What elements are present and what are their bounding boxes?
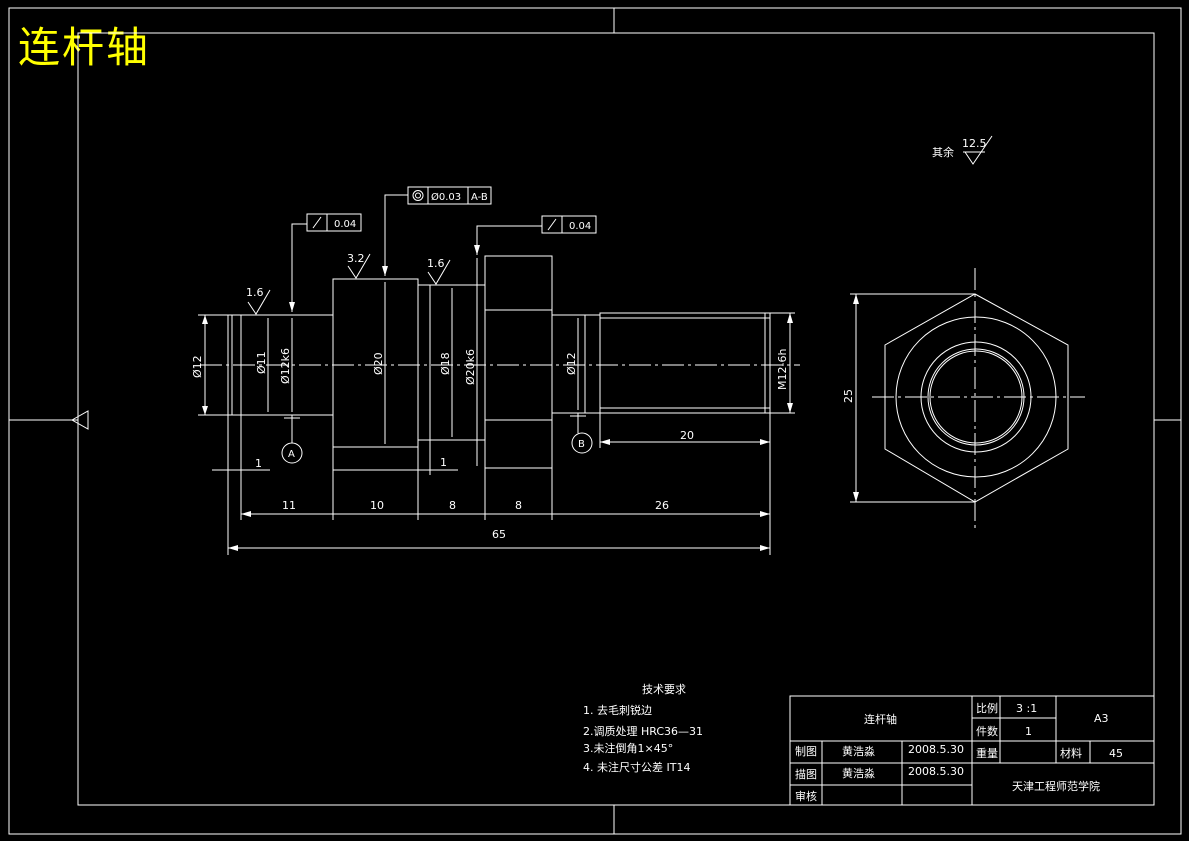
tb-count-label: 件数 xyxy=(976,725,998,738)
dim-len-8a: 8 xyxy=(449,499,456,512)
roughness-1-value: 1.6 xyxy=(246,286,264,299)
sheet-border xyxy=(8,7,1182,835)
dim-len-26: 26 xyxy=(655,499,669,512)
tb-traced-label: 描图 xyxy=(795,767,817,781)
tb-material-value: 45 xyxy=(1109,747,1123,760)
tb-count-value: 1 xyxy=(1025,725,1032,738)
dim-d20k6: Ø20k6 xyxy=(464,349,477,385)
tb-drawn-name: 黄浩淼 xyxy=(842,744,875,758)
dim-len-1a: 1 xyxy=(255,457,262,470)
roughness-symbol-2 xyxy=(347,253,371,279)
tb-traced-date: 2008.5.30 xyxy=(908,765,964,778)
runout-frame-left xyxy=(291,213,362,312)
shaft-front-view xyxy=(200,255,800,469)
datum-b-label: B xyxy=(578,439,585,450)
datum-a-label: A xyxy=(288,449,295,460)
runout-left-value: 0.04 xyxy=(334,219,356,230)
roughness-symbol-1 xyxy=(247,289,271,315)
dim-len-1b: 1 xyxy=(440,456,447,469)
dimension-arrows xyxy=(202,245,859,551)
roughness-2-value: 3.2 xyxy=(347,252,365,265)
dim-thread: M12-6h xyxy=(776,349,789,390)
dim-d20: Ø20 xyxy=(372,352,385,375)
tech-item-4: 4. 未注尺寸公差 IT14 xyxy=(583,760,690,774)
tb-scale-label: 比例 xyxy=(976,701,998,715)
dim-d12-right: Ø12 xyxy=(565,352,578,375)
tech-heading: 技术要求 xyxy=(642,683,686,696)
diameter-dimensions xyxy=(198,258,795,466)
dim-len-65: 65 xyxy=(492,528,506,541)
tb-sheet: A3 xyxy=(1094,712,1109,725)
coaxial-frame xyxy=(384,186,492,276)
dim-d12k6: Ø12k6 xyxy=(279,348,292,384)
dim-d11: Ø11 xyxy=(255,351,268,374)
roughness-symbol-3 xyxy=(427,259,451,285)
tb-traced-name: 黄浩淼 xyxy=(842,766,875,780)
frame-border xyxy=(77,32,1155,806)
tb-material-label: 材料 xyxy=(1060,746,1082,760)
tech-item-1: 1. 去毛刺锐边 xyxy=(583,703,652,717)
dim-len-25: 25 xyxy=(842,389,855,403)
tb-check-label: 审核 xyxy=(795,789,817,803)
roughness-other-label: 其余 xyxy=(932,145,954,159)
dim-len-11: 11 xyxy=(282,499,296,512)
roughness-other-value: 12.5 xyxy=(962,137,987,150)
coaxial-value: Ø0.03 xyxy=(431,191,461,203)
dim-len-20: 20 xyxy=(680,429,694,442)
tb-drawn-date: 2008.5.30 xyxy=(908,743,964,756)
tb-part-name: 连杆轴 xyxy=(864,712,897,726)
hex-side-view xyxy=(850,268,1085,528)
dim-len-8b: 8 xyxy=(515,499,522,512)
tb-drawn-label: 制图 xyxy=(795,745,817,758)
orientation-arrow xyxy=(70,410,89,430)
roughness-3-value: 1.6 xyxy=(427,257,445,270)
tb-scale-value: 3 :1 xyxy=(1016,702,1037,715)
runout-right-value: 0.04 xyxy=(569,221,591,232)
tb-weight-label: 重量 xyxy=(976,746,998,760)
drawing-title: 连杆轴 xyxy=(18,23,151,72)
datum-b-circle xyxy=(571,432,593,454)
dim-len-10: 10 xyxy=(370,499,384,512)
tb-school: 天津工程师范学院 xyxy=(1012,779,1100,793)
length-dimensions xyxy=(212,413,771,555)
dim-d12-left: Ø12 xyxy=(191,355,204,378)
tech-item-2: 2.调质处理 HRC36—31 xyxy=(583,725,703,738)
roughness-symbol-other xyxy=(963,135,993,165)
title-block xyxy=(789,695,1155,806)
dim-d18: Ø18 xyxy=(439,352,452,375)
coaxial-datum: A-B xyxy=(471,192,488,203)
tech-item-3: 3.未注倒角1×45° xyxy=(583,741,673,755)
